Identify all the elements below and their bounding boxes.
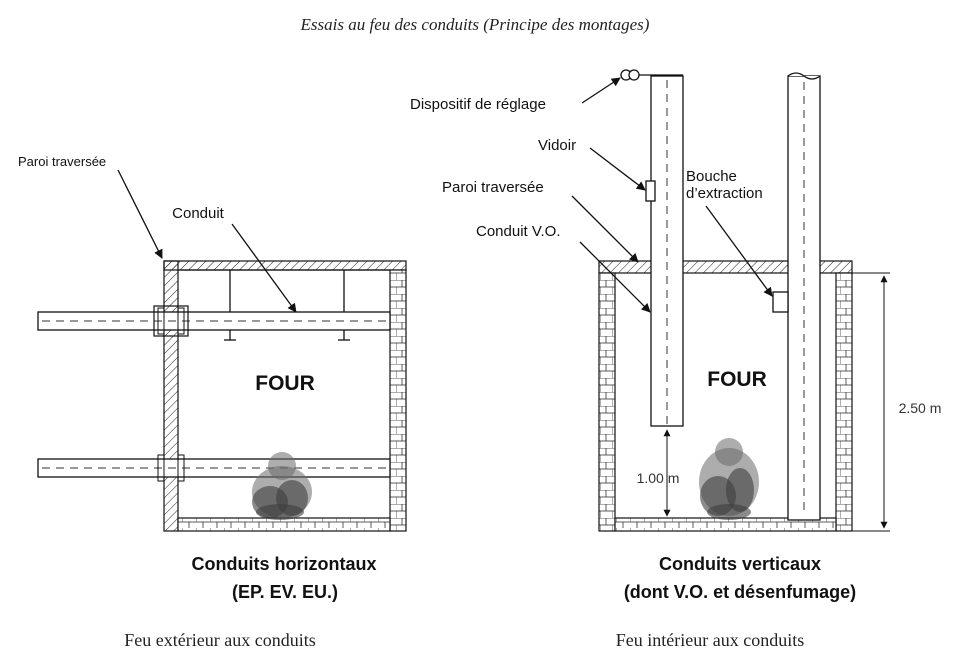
- left-floor: [177, 517, 391, 532]
- label-bouche-line2: d’extraction: [686, 185, 763, 202]
- vidoir-box: [645, 180, 656, 202]
- left-top-slab: [163, 260, 407, 271]
- right-diagram: 1.00 m 2.50 m FOUR Dispositif de réglage…: [410, 69, 942, 650]
- left-caption-line1: Conduits horizontaux: [192, 554, 377, 574]
- right-four-label: FOUR: [707, 368, 767, 391]
- left-paroi-wall: [163, 260, 179, 532]
- left-diagram: FOUR Paroi traversée Conduit Conduits ho…: [18, 154, 407, 650]
- page-title: Essais au feu des conduits (Principe des…: [300, 15, 650, 34]
- label-bouche-line1: Bouche: [686, 168, 737, 185]
- left-footer: Feu extérieur aux conduits: [124, 630, 315, 650]
- label-conduit-vo: Conduit V.O.: [476, 223, 561, 240]
- left-label-paroi: Paroi traversée: [18, 154, 106, 169]
- label-dispositif: Dispositif de réglage: [410, 96, 546, 113]
- bouche-extraction: [772, 291, 789, 313]
- right-fire: [699, 438, 759, 520]
- right-caption-line1: Conduits verticaux: [659, 554, 821, 574]
- dim-outer-label: 2.50 m: [899, 400, 942, 416]
- left-four-label: FOUR: [255, 372, 315, 395]
- left-caption-line2: (EP. EV. EU.): [232, 582, 338, 602]
- left-label-conduit: Conduit: [172, 205, 225, 222]
- label-paroi: Paroi traversée: [442, 179, 544, 196]
- left-right-brick-wall: [389, 269, 407, 532]
- right-caption-line2: (dont V.O. et désenfumage): [624, 582, 856, 602]
- right-right-brick-wall: [835, 272, 853, 532]
- right-footer: Feu intérieur aux conduits: [616, 630, 804, 650]
- right-left-brick-wall: [598, 272, 616, 532]
- left-fire: [252, 452, 312, 520]
- dim-inner-label: 1.00 m: [637, 470, 680, 486]
- label-vidoir: Vidoir: [538, 137, 576, 154]
